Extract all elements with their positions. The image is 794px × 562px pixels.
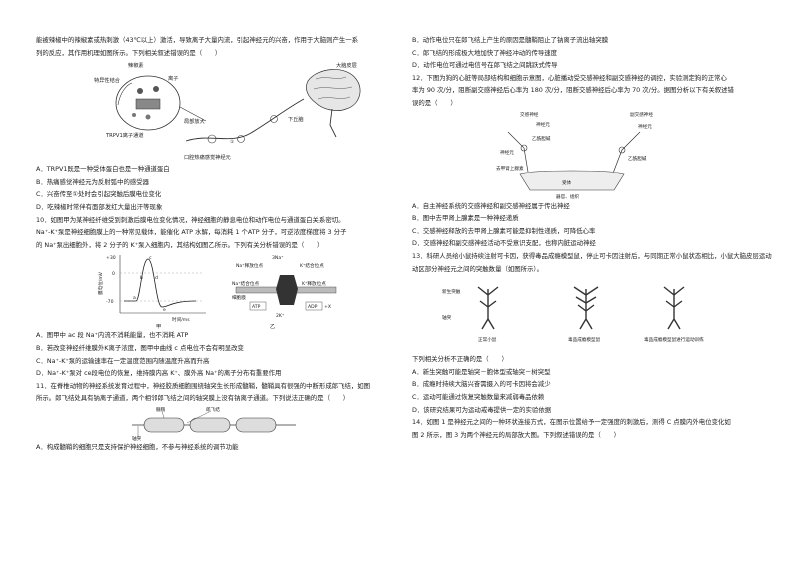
figure-q10-drawing: 膜电位/mV +30 0 -70 a b c d e 时间/ms 甲 3Na⁺ … [97,255,337,330]
q10-option-c: C．Na⁺-K⁺泵的运输速率在一定温度范围内随温度升高而升高 [36,356,210,365]
figure-q12-drawing: 交感神经 副交感神经 神经元 神经元 乙酰胆碱 神经元 乙酰胆碱 去甲肾上腺素 … [496,111,653,200]
q12-line-2: 率为 90 次/分，阻断副交感神经后心率为 180 次/分，阻断交感神经后心率为… [412,86,734,95]
q13-option-c: C．运动可能通过恢复突触数量来减弱毒品依赖 [412,392,545,401]
fig10-point-c: c [149,256,152,261]
q10-line-1: 10．如图甲为某神经纤维受到刺激后膜电位变化情况，神经细胞的静息电位和动作电位与… [36,215,345,224]
fig13-axon: 轴突 [442,314,452,321]
figure-q9-drawing: ① 辣椒素 特异性结合 离子 TRPV1离子通道 局部放大 大脑皮层 下丘脑 口… [94,61,361,161]
right-column: B．动作电位只在郎飞结上产生的原因是髓鞘阻止了钠离子流出轴突膜 C．郎飞结的形成… [412,34,772,441]
q10-option-b: B．若改变神经纤维膜外K离子浓度，图甲中曲线 c 点电位不会有明显改变 [36,343,244,352]
figure-q13: 新生突触 轴突 正常小鼠 毒品成瘾模型鼠 毒品成瘾模型鼠进行运动训练 [412,275,772,353]
left-column: 能被辣椒中的辣椒素或热刺激（43℃以上）激活，导致离子大量内流，引起神经元的兴奋… [36,34,396,454]
q11-option-a: A．构成髓鞘的细胞只是支持保护神经细胞，不参与神经系统的调节功能 [36,442,239,451]
fig12-sympathetic: 交感神经 [520,111,539,118]
fig11-myelin: 髓鞘 [156,406,166,413]
fig9-specific-binding: 特异性结合 [94,76,121,84]
fig9-cortex: 大脑皮层 [336,61,357,69]
fig10-atp: ATP [252,304,261,310]
fig11-node: 郎飞结 [206,406,220,413]
fig12-neuron-a: 神经元 [536,121,550,128]
q13-line-1: 13．科研人员给小鼠持续注射可卡因，获得毒品成瘾模型鼠，停止可卡因注射后，与同期… [412,251,772,260]
fig10-na-binding-site: Na⁺结合位点 [232,280,259,287]
fig13-new-synapse: 新生突触 [442,288,461,295]
q9-option-d: D．吃辣椒时常伴有面部发红大量出汗等现象 [36,202,163,211]
fig10-y-axis-label: 膜电位/mV [97,272,104,296]
fig13-addicted: 毒品成瘾模型鼠 [568,336,601,343]
marker-1: ① [230,139,234,145]
fig12-neuron-b: 神经元 [638,123,652,130]
fig10-tick-minus70: -70 [106,299,114,305]
figure-q9: ① 辣椒素 特异性结合 离子 TRPV1离子通道 局部放大 大脑皮层 下丘脑 口… [36,59,396,163]
q14-line-1: 14．如图 1 是神经元之间的一种环状连接方式，在图示位置给予一定强度的刺激后，… [412,418,731,427]
fig13-trained: 毒品成瘾模型鼠进行运动训练 [644,336,704,343]
fig9-ion: 离子 [168,74,178,82]
q10-option-a: A．图甲中 ac 段 Na⁺内流不消耗能量，也不消耗 ATP [36,331,189,340]
figure-q11-drawing: 髓鞘 郎飞结 轴突 [132,406,296,442]
q11-line-1: 11．在脊椎动物的神经系统发育过程中，神经胶质细胞围绕轴突生长形成髓鞘，髓鞘具有… [36,381,371,390]
q11-line-2: 所示。郎飞结处具有钠离子通道，两个相邻郎飞结之间的轴突膜上没有钠离子通道。下列说… [36,394,350,403]
q12-line-1: 12．下图为狗的心脏等局部结构和细胞示意图，心脏播动受交感神经和副交感神经的调控… [412,73,727,82]
q9-option-c: C．兴奋传至①处时会引起突触后膜电位变化 [36,190,162,199]
q10-option-d: D．Na⁺-K⁺泵对 ce段电位的恢复，维持膜内高 K⁺、膜外高 Na⁺的离子分… [36,369,282,378]
q11-option-b: B．动作电位只在郎飞结上产生的原因是髓鞘阻止了钠离子流出轴突膜 [412,36,609,44]
fig10-k-in: 2K⁺ [276,313,285,319]
fig10-label-jia: 甲 [156,323,161,329]
fig12-organ: 器官、组织 [556,193,579,200]
q12-option-d: D．交感神经和副交感神经活动不受意识支配，也称内脏运动神经 [412,239,596,248]
fig10-membrane: 细胞膜 [232,294,246,301]
fig10-pi: +X [324,304,331,310]
fig11-axon: 轴突 [132,435,142,441]
fig10-na-out: 3Na⁺ [272,255,284,261]
q9-line-1: 能被辣椒中的辣椒素或热刺激（43℃以上）激活，导致离子大量内流，引起神经元的兴奋… [36,36,359,44]
fig10-adp: ADP [308,304,318,310]
fig12-receptor: 受体 [562,179,572,186]
figure-q10: 膜电位/mV +30 0 -70 a b c d e 时间/ms 甲 3Na⁺ … [36,251,396,330]
fig10-tick-plus30: +30 [106,255,116,261]
fig10-k-release-site: K⁺释放位点 [302,280,326,287]
fig12-neuron-c: 神经元 [500,149,514,156]
q11-option-c: C．郎飞结的形成极大地加快了神经冲动的传导速度 [412,48,558,57]
q13-option-b: B．成瘾时持续大脑兴奋需摄入的可卡因将会减少 [412,380,551,389]
q9-line-2: 列的反应，其作用机理如图所示。下列相关叙述错误的是（ ） [36,48,222,57]
fig9-capsaicin: 辣椒素 [128,61,144,69]
fig12-ach: 乙酰胆碱 [532,135,551,142]
q12-option-c: C．交感神经释放的去甲肾上腺素可能是抑制性递质，可降低心率 [412,226,596,235]
q13-option-a: A．新生突触可能是轴突－胞体型或轴突－树突型 [412,367,551,376]
q11-option-d: D．动作电位可通过电信号在郎飞结之间跳跃式传导 [412,61,558,70]
q9-option-a: A．TRPV1既是一种受体蛋白也是一种通道蛋白 [36,165,170,174]
fig10-na-release-site: Na⁺释放位点 [236,262,263,269]
fig12-ach2: 乙酰胆碱 [628,155,647,162]
fig9-neuron: 口腔热痛感觉神经元 [184,153,231,161]
q13-question: 下列相关分析不正确的是（ ） [412,355,508,364]
q10-line-3: 的 Na⁺泵出细胞外，将 2 分子的 K⁺泵入细胞内，其结构如图乙所示。下列有关… [36,240,324,249]
figure-q13-drawing: 新生突触 轴突 正常小鼠 毒品成瘾模型鼠 毒品成瘾模型鼠进行运动训练 [442,286,704,343]
fig10-x-axis-label: 时间/ms [172,316,190,323]
fig10-k-binding-site: K⁺结合位点 [300,262,324,269]
fig12-adrenaline: 去甲肾上腺素 [496,165,524,172]
fig10-point-b: b [140,275,143,281]
figure-q12: 交感神经 副交感神经 神经元 神经元 乙酰胆碱 神经元 乙酰胆碱 去甲肾上腺素 … [412,110,772,200]
fig10-tick-0: 0 [112,271,115,277]
q12-option-b: B．图中去甲肾上腺素是一种神经递质 [412,214,519,223]
q13-line-2: 动区部分神经元之间的突触数量（如图所示）。 [412,264,544,273]
fig10-point-d: d [155,275,158,281]
fig10-label-yi: 乙 [270,323,275,329]
q9-option-b: B．热痛感觉神经元为反射弧中的感受器 [36,177,150,186]
q12-option-a: A．自主神经系统的交感神经和副交感神经属于传出神经 [412,201,570,210]
q10-line-2: Na⁺-K⁺泵是神经细胞膜上的一种常见载体，能催化 ATP 水解，每消耗 1 个… [36,228,347,237]
q12-line-3: 误的是（ ） [412,98,457,107]
fig9-channel: TRPV1离子通道 [105,131,144,139]
q13-option-d: D．该研究结果可为运动戒毒提供一定的实验依据 [412,405,552,414]
fig9-local-zoom: 局部放大 [184,117,205,125]
q14-line-2: 图 2 所示，图 3 为两个神经元的局部放大图。下列叙述错误的是（ ） [412,430,620,439]
figure-q11: 髓鞘 郎飞结 轴突 [36,405,396,442]
fig12-parasympathetic: 副交感神经 [630,111,653,118]
fig10-point-a: a [133,296,136,301]
fig13-normal: 正常小鼠 [478,336,497,343]
fig9-hypothalamus: 下丘脑 [288,115,304,123]
fig10-point-e: e [163,308,166,313]
